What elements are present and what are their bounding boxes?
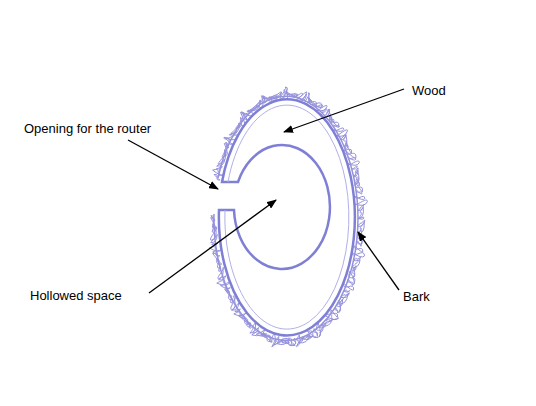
bark-edge: [214, 96, 358, 340]
bark-stroke: [357, 191, 362, 195]
wood-ring: [219, 99, 355, 335]
bark-stroke: [272, 333, 276, 347]
wood-inner-line: [225, 105, 349, 329]
leader-line: [284, 89, 404, 132]
bark-stroke: [352, 166, 357, 169]
leader-line: [149, 200, 276, 293]
bark-stroke: [354, 168, 359, 177]
leader-line: [358, 232, 399, 290]
leader-line: [128, 140, 218, 189]
bark-stroke: [296, 335, 300, 347]
part-label: Opening for the router: [24, 121, 151, 136]
part-label: Bark: [403, 289, 430, 304]
part-label: Wood: [412, 83, 446, 98]
bark-stroke: [351, 252, 364, 257]
bark-texture: [209, 87, 367, 347]
bark-stroke: [359, 207, 364, 218]
leader-lines: [128, 89, 404, 293]
bark-stroke: [358, 241, 362, 246]
part-label: Hollowed space: [30, 288, 122, 303]
